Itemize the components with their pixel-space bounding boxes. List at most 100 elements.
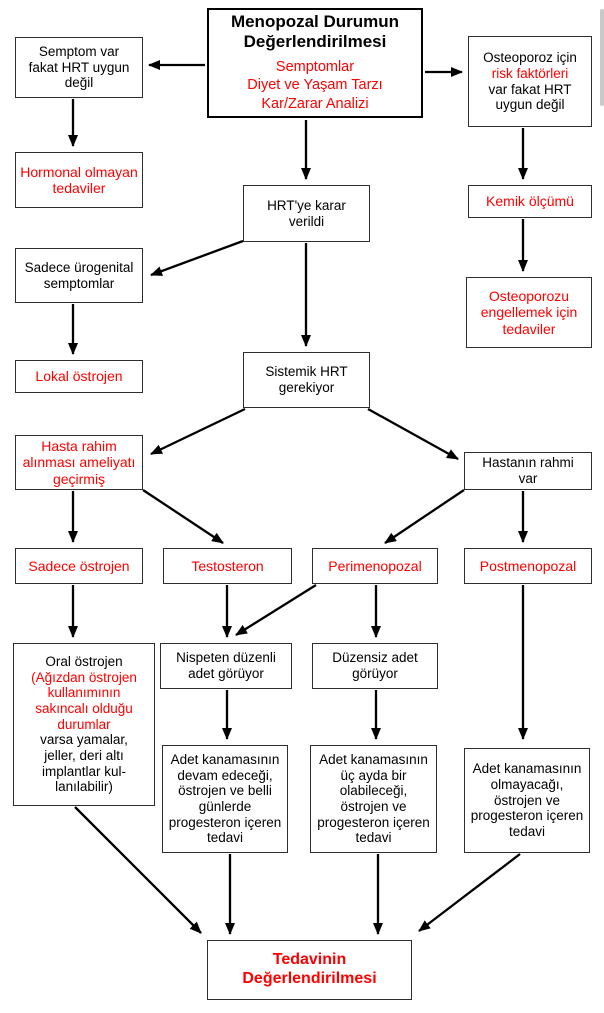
text-line: durumlar xyxy=(57,716,111,732)
text-line: Diyet ve Yaşam Tarzı xyxy=(247,77,383,94)
text-line: Menopozal Durumun xyxy=(230,11,400,31)
arrow xyxy=(142,489,224,544)
arrow xyxy=(367,407,459,461)
text-line: Sadece östrojen xyxy=(28,557,130,574)
text-line: Adet kanamasının xyxy=(472,761,582,777)
text-line: Oral östrojen xyxy=(45,654,123,670)
text-line: Postmenopozal xyxy=(479,557,577,574)
text-line: tedavi xyxy=(508,823,546,839)
text-line: var xyxy=(518,471,538,486)
text-line: Sistemik HRT xyxy=(265,364,348,380)
text-line: Hastanın rahmi xyxy=(482,455,574,471)
arrow xyxy=(150,239,244,277)
text-line: jeller, deri altı xyxy=(44,747,124,763)
text-line: günlerde xyxy=(198,799,252,814)
text-line: Hasta rahim xyxy=(41,438,117,455)
text-line: Kar/Zarar Analizi xyxy=(261,96,369,113)
arrow xyxy=(74,806,202,934)
text-line: Adet kanamasının xyxy=(170,752,280,768)
text-line: var fakat HRT xyxy=(488,81,572,97)
text-line: progesteron içeren xyxy=(317,814,430,830)
text-line: Kemik ölçümü xyxy=(486,193,574,210)
node-oral-estrogen: Oral östrojen (Ağızdan östrojen kullanım… xyxy=(13,643,155,806)
node-estrogen-only: Sadece östrojen xyxy=(15,548,143,584)
node-bone-measurement: Kemik ölçümü xyxy=(468,185,592,218)
text-line: risk faktörleri xyxy=(491,65,569,81)
text-line: Semptom var xyxy=(38,43,120,59)
text-line: tedaviler xyxy=(52,180,106,196)
text-line: uygun değil xyxy=(495,97,565,113)
text-line: fakat HRT uygun xyxy=(28,59,130,75)
title-subitems: Semptomlar Diyet ve Yaşam Tarzı Kar/Zara… xyxy=(247,58,382,115)
text-line: tedavi xyxy=(206,830,244,846)
text-line: Nispeten düzenli xyxy=(176,650,276,666)
text-line: varsa yamalar, xyxy=(40,732,128,748)
text-line: östrojen ve xyxy=(340,799,407,814)
node-local-estrogen: Lokal östrojen xyxy=(15,360,143,393)
text-line: Perimenopozal xyxy=(328,557,422,574)
text-line: olmayacağı, xyxy=(490,777,564,793)
node-fairly-regular-periods: Nispeten düzenli adet görüyor xyxy=(160,643,292,689)
arrow xyxy=(235,584,317,636)
node-treatment-continued-bleeding: Adet kanamasının devam edeceği, östrojen… xyxy=(162,745,288,853)
text-line: Tedavinin xyxy=(272,951,347,969)
arrow xyxy=(418,853,521,932)
text-line: olabileceği, xyxy=(339,783,408,799)
text-line: (Ağızdan östrojen xyxy=(31,669,137,685)
text-line: Testosteron xyxy=(191,557,264,574)
text-line: östrojen ve xyxy=(493,792,561,808)
node-uterus-intact: Hastanın rahmi var xyxy=(464,452,592,490)
text-line: HRT'ye karar xyxy=(267,197,346,213)
text-line: Değerlendirilmesi xyxy=(242,970,377,987)
text-line: verildi xyxy=(288,213,325,229)
text-line: engellemek için xyxy=(480,304,578,321)
node-treatment-evaluation: Tedavinin Değerlendirilmesi xyxy=(207,940,412,1000)
text-line: tedaviler xyxy=(502,320,556,337)
arrow xyxy=(384,489,465,544)
text-line: östrojen ve belli xyxy=(178,783,272,799)
text-line: geçirmiş xyxy=(52,470,106,487)
text-line: semptomlar xyxy=(43,275,115,291)
node-symptom-no-hrt: Semptom var fakat HRT uygun değil xyxy=(15,37,143,98)
arrow xyxy=(150,407,246,456)
text-line: üç ayda bir xyxy=(340,767,407,783)
text-line: kullanımının xyxy=(47,685,121,701)
text-line: Düzensiz adet xyxy=(332,650,418,666)
text-line: Osteoporoz için xyxy=(483,49,577,65)
page-title: Menopozal Durumun Değerlendirilmesi xyxy=(231,12,399,53)
node-treatment-no-bleeding: Adet kanamasının olmayacağı, östrojen ve… xyxy=(464,748,590,853)
node-irregular-periods: Düzensiz adet görüyor xyxy=(312,643,438,689)
text-line: adet görüyor xyxy=(188,666,264,681)
text-line: progesteron içeren xyxy=(470,808,584,824)
scrollbar-thumb[interactable] xyxy=(600,9,604,106)
text-line: implantlar kul- xyxy=(41,763,127,779)
text-line: Semptomlar xyxy=(275,58,355,75)
text-line: Değerlendirilmesi xyxy=(243,32,387,52)
text-line: sakıncalı olduğu xyxy=(35,701,133,717)
node-urogenital-symptoms: Sadece ürogenital semptomlar xyxy=(15,248,143,303)
node-osteoporosis-prevention: Osteoporozu engellemek için tedaviler xyxy=(466,277,592,348)
node-hrt-decided: HRT'ye karar verildi xyxy=(243,185,370,242)
node-perimenopausal: Perimenopozal xyxy=(312,548,438,584)
text-line: değil xyxy=(64,75,94,91)
node-non-hormonal-treatments: Hormonal olmayan tedaviler xyxy=(15,152,143,208)
text-line: Hormonal olmayan xyxy=(20,163,138,180)
text-line: progesteron içeren xyxy=(168,814,282,830)
node-systemic-hrt: Sistemik HRT gerekiyor xyxy=(243,352,370,408)
text-line: lanılabilir) xyxy=(55,779,113,795)
text-line: tedavi xyxy=(355,830,392,846)
text-line: alınması ameliyatı xyxy=(22,454,136,471)
node-postmenopausal: Postmenopozal xyxy=(464,548,592,584)
node-testosterone: Testosteron xyxy=(163,548,292,584)
text-line: Osteoporozu xyxy=(488,287,570,304)
node-osteoporosis-risk: Osteoporoz için risk faktörleri var faka… xyxy=(468,36,592,127)
text-line: görüyor xyxy=(352,666,398,681)
node-hysterectomy: Hasta rahim alınması ameliyatı geçirmiş xyxy=(15,435,143,490)
text-line: Lokal östrojen xyxy=(35,368,123,385)
text-line: gerekiyor xyxy=(278,380,335,395)
node-title: Menopozal Durumun Değerlendirilmesi Semp… xyxy=(207,8,423,118)
text-line: Sadece ürogenital xyxy=(24,259,134,275)
text-line: Adet kanamasının xyxy=(319,752,428,768)
